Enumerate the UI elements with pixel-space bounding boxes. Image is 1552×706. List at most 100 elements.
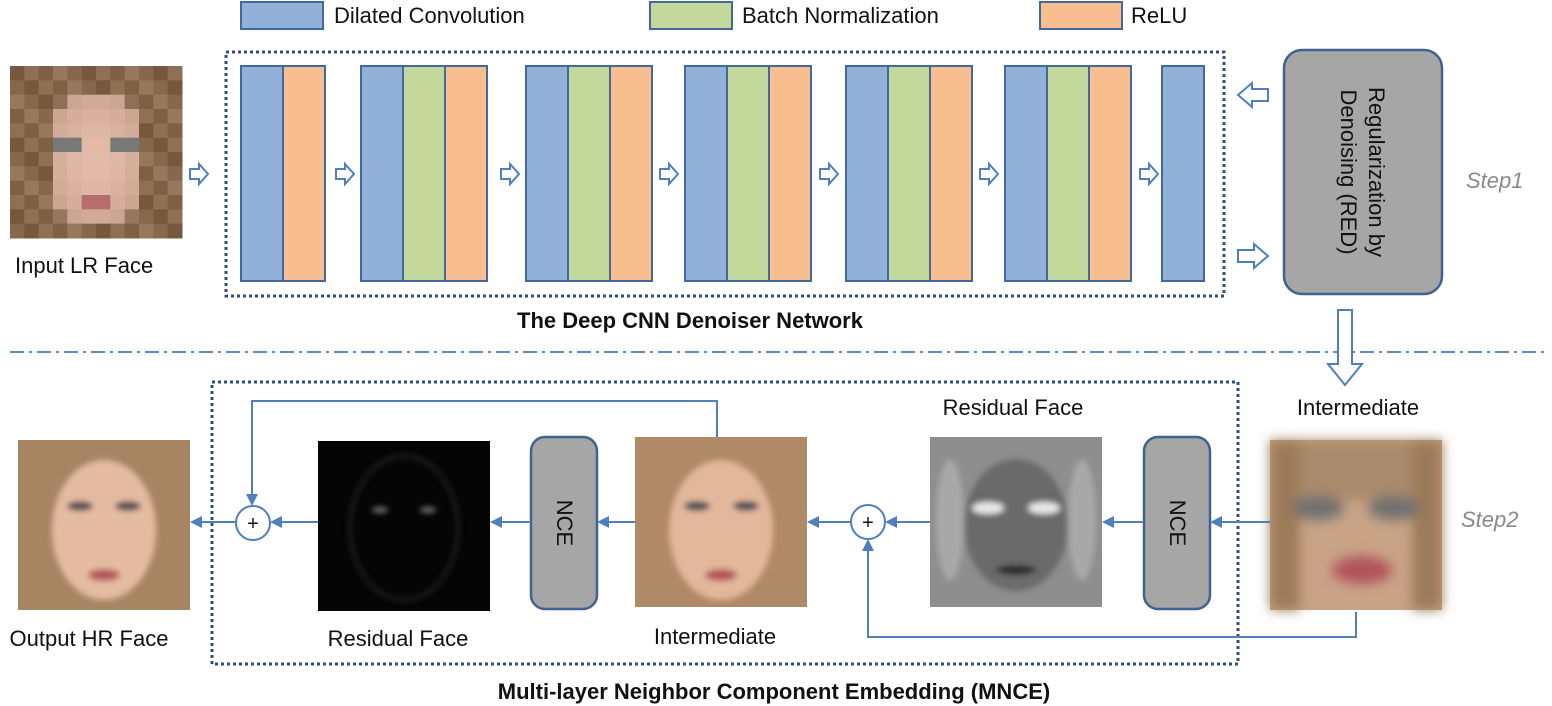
input-face-pixel xyxy=(153,166,169,182)
layer-bn-6-2 xyxy=(1046,65,1090,282)
add-node-right-symbol: + xyxy=(862,512,874,534)
input-face-pixel xyxy=(67,166,83,182)
intermediate-middle-label: Intermediate xyxy=(654,624,776,649)
input-lr-face-image xyxy=(10,66,183,239)
input-face-pixel xyxy=(10,166,25,182)
input-face-pixel xyxy=(96,137,111,153)
input-face-pixel xyxy=(153,80,169,96)
legend-label-batch-normalization: Batch Normalization xyxy=(742,3,939,28)
red-label-line2: Denoising (RED) xyxy=(1336,89,1361,254)
input-face-pixel xyxy=(67,137,83,153)
input-face-pixel xyxy=(24,152,40,167)
input-face-pixel xyxy=(167,109,183,124)
input-face-pixel xyxy=(53,223,68,239)
input-face-pixel xyxy=(81,66,97,81)
layer-arrows xyxy=(189,161,1160,187)
input-face-pixel xyxy=(153,152,169,167)
layer-bn-5-2 xyxy=(887,65,931,282)
input-face-pixel xyxy=(81,109,97,124)
layer-conv-6-1 xyxy=(1004,65,1048,282)
input-face-pixel xyxy=(10,66,25,81)
input-face-pixel xyxy=(153,195,169,210)
input-face-pixel xyxy=(81,137,97,153)
input-face-pixel xyxy=(110,109,126,124)
intermediate-right-label: Intermediate xyxy=(1297,395,1419,420)
input-face-pixel xyxy=(167,80,183,96)
input-face-pixel xyxy=(110,137,126,153)
input-face-pixel xyxy=(10,109,25,124)
input-face-pixel xyxy=(96,152,111,167)
layer-relu-4-3 xyxy=(768,65,812,282)
step2-label: Step2 xyxy=(1461,507,1519,532)
layer-conv-1-1 xyxy=(240,65,284,282)
layer-bn-4-2 xyxy=(726,65,770,282)
input-face-pixel xyxy=(124,94,140,110)
input-face-pixel xyxy=(153,94,169,110)
input-face-pixel xyxy=(67,223,83,239)
input-face-pixel xyxy=(38,80,54,96)
denoiser-title: The Deep CNN Denoiser Network xyxy=(517,308,864,333)
input-face-pixel xyxy=(167,209,183,225)
residual-face-bottom-image xyxy=(318,441,490,611)
layer-conv-7-1 xyxy=(1161,65,1205,282)
input-face-pixel xyxy=(81,180,97,196)
input-face-pixel xyxy=(110,152,126,167)
input-face-pixel xyxy=(38,94,54,110)
input-face-pixel xyxy=(81,80,97,96)
hollow-arrow-icon-5 xyxy=(819,161,840,187)
input-face-pixel xyxy=(38,223,54,239)
hollow-arrow-icon-1 xyxy=(189,161,210,187)
input-face-pixel xyxy=(53,66,68,81)
input-face-pixel xyxy=(53,152,68,167)
input-face-pixel xyxy=(67,66,83,81)
input-face-pixel xyxy=(124,80,140,96)
hollow-arrow-left-icon xyxy=(1236,80,1269,110)
layer-conv-2-1 xyxy=(360,65,404,282)
input-face-pixel xyxy=(53,109,68,124)
input-face-pixel xyxy=(81,209,97,225)
input-face-pixel xyxy=(24,195,40,210)
input-face-pixel xyxy=(38,152,54,167)
input-face-pixel xyxy=(24,80,40,96)
input-face-pixel xyxy=(139,123,154,139)
input-face-pixel xyxy=(38,66,54,81)
input-face-pixel xyxy=(110,223,126,239)
mnce-title: Multi-layer Neighbor Component Embedding… xyxy=(498,679,1050,704)
input-face-pixel xyxy=(38,209,54,225)
input-face-pixel xyxy=(24,94,40,110)
input-face-pixel xyxy=(96,223,111,239)
input-face-pixel xyxy=(139,223,154,239)
input-face-pixel xyxy=(124,109,140,124)
input-face-pixel xyxy=(96,94,111,110)
input-face-pixel xyxy=(110,180,126,196)
input-face-pixel xyxy=(124,152,140,167)
step1-label: Step1 xyxy=(1466,168,1524,193)
layer-bn-3-2 xyxy=(567,65,611,282)
input-face-pixel xyxy=(139,180,154,196)
input-face-pixel xyxy=(96,80,111,96)
input-face-pixel xyxy=(38,180,54,196)
legend-swatch-batch-normalization xyxy=(649,1,733,30)
residual-face-bottom-label: Residual Face xyxy=(328,626,469,651)
legend-swatch-relu xyxy=(1039,1,1123,30)
input-face-pixel xyxy=(38,109,54,124)
input-face-pixel xyxy=(153,109,169,124)
input-lr-face-label: Input LR Face xyxy=(15,253,153,278)
input-face-pixel xyxy=(10,152,25,167)
input-face-pixel xyxy=(67,80,83,96)
skip-connection-bottom xyxy=(862,539,1357,638)
legend-label-relu: ReLU xyxy=(1131,3,1187,28)
input-face-pixel xyxy=(53,166,68,182)
input-face-pixel xyxy=(24,109,40,124)
input-face-pixel xyxy=(124,123,140,139)
input-face-pixel xyxy=(167,66,183,81)
layer-conv-5-1 xyxy=(845,65,889,282)
input-face-pixel xyxy=(96,209,111,225)
input-face-pixel xyxy=(139,209,154,225)
input-face-pixel xyxy=(67,180,83,196)
input-face-pixel xyxy=(139,66,154,81)
input-face-pixel xyxy=(96,66,111,81)
input-face-pixel xyxy=(96,195,111,210)
input-face-pixel xyxy=(110,80,126,96)
